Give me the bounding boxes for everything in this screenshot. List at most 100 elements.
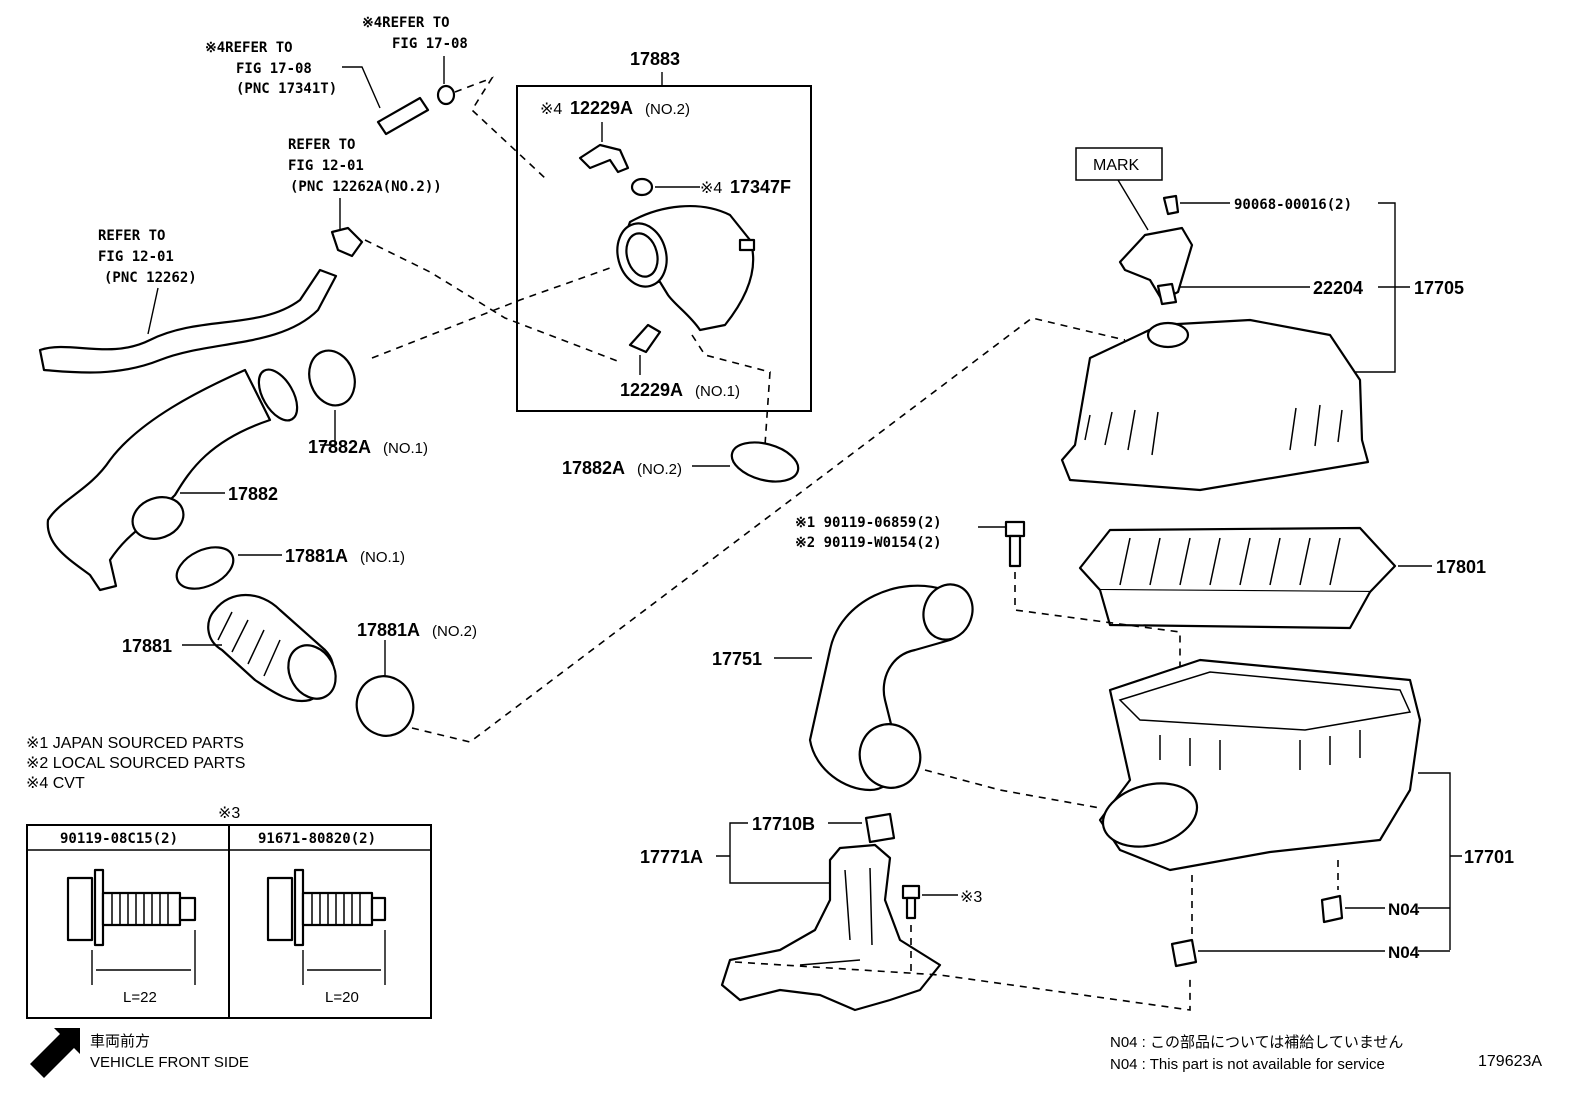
- dash-hose-17883: [691, 334, 771, 446]
- front-arrow-icon: [30, 1028, 80, 1078]
- sensor-22204-probe: [1156, 282, 1178, 306]
- label-n04-b: N04: [1388, 943, 1420, 962]
- filter-17801: [1078, 526, 1397, 594]
- label-17882: 17882: [228, 484, 278, 504]
- label-17705: 17705: [1414, 278, 1464, 298]
- grommet-17710b: [864, 812, 896, 844]
- label-90068: 90068-00016(2): [1234, 197, 1352, 213]
- clip-12262a: [330, 226, 364, 258]
- clamp-17881a-no2: [355, 675, 415, 737]
- table-col1: 90119-08C15(2): [60, 831, 178, 847]
- table-bolt2-thread: [311, 893, 361, 925]
- table-bolt1-tip: [178, 896, 197, 922]
- hose-17881-ribs: [217, 611, 281, 677]
- table-bolt2-tip: [370, 896, 387, 922]
- bracket-17701: [1418, 772, 1462, 950]
- case-upper-sensor-port: [1146, 321, 1190, 349]
- label-17881: 17881: [122, 636, 172, 656]
- table-dim2: [302, 930, 386, 985]
- ref-17-08-line3: (PNC 17341T): [236, 81, 337, 97]
- label-12229a-no2-mark: ※4: [540, 101, 562, 118]
- label-12229a-no1: 12229A: [620, 380, 683, 400]
- label-22204: 22204: [1313, 278, 1363, 298]
- label-17347f: 17347F: [730, 177, 791, 197]
- screw-90068: [1162, 194, 1180, 216]
- hose-12262: [38, 268, 338, 374]
- hose-17751-top: [922, 583, 974, 641]
- case-lower-ribs: [1159, 730, 1361, 770]
- filter-pleats: [1119, 537, 1341, 586]
- note-local: ※2 LOCAL SOURCED PARTS: [26, 755, 245, 772]
- hose-17883-nipple: [738, 238, 756, 252]
- note-cvt: ※4 CVT: [26, 775, 85, 792]
- table-col2: 91671-80820(2): [258, 831, 376, 847]
- dash-17771a: [734, 961, 1191, 1011]
- hose-17341t: [376, 96, 430, 136]
- mark-box: [1075, 147, 1163, 181]
- front-jp: 車両前方: [90, 1033, 150, 1050]
- table-bolt1-head: [66, 876, 94, 942]
- clip-17-08: [436, 84, 456, 106]
- front-en: VEHICLE FRONT SIDE: [90, 1054, 249, 1071]
- duct-17882-inlet: [131, 496, 185, 540]
- clamp-17882a-no2: [730, 441, 800, 483]
- label-17881a-no2: 17881A: [357, 620, 420, 640]
- label-17882a-no1: 17882A: [308, 437, 371, 457]
- grommet-n04-a: [1320, 894, 1344, 924]
- ref-12-01b-line2: FIG 12-01: [98, 249, 174, 265]
- table-bolt2-head: [266, 876, 294, 942]
- bolt-90119-shank: [1008, 534, 1022, 568]
- duct-17882: [46, 368, 272, 592]
- clip-17347f: [630, 177, 654, 197]
- table-len1: L=22: [123, 989, 157, 1006]
- label-17881a-no1: 17881A: [285, 546, 348, 566]
- fitting-12229a-no2: [578, 143, 630, 174]
- table-dim1: [91, 930, 196, 985]
- label-17883: 17883: [630, 49, 680, 69]
- case-lower-inlet: [1101, 782, 1199, 848]
- label-17771a: 17771A: [640, 847, 703, 867]
- ref-17-08b-line1: ※4REFER TO: [362, 15, 450, 31]
- dash-ref2: [454, 76, 546, 179]
- table-bolt1-flange: [93, 868, 105, 947]
- bolt-star3-shank: [905, 896, 917, 920]
- n04-note-en: N04 : This part is not available for ser…: [1110, 1056, 1385, 1073]
- duct-17882-outlet: [257, 368, 299, 422]
- ref-12-01-line3: (PNC 12262A(NO.2)): [290, 179, 442, 195]
- bolt-90119-head: [1004, 520, 1026, 538]
- table-bolt2-shank: [301, 891, 374, 927]
- label-90119-b: ※2 90119-W0154(2): [795, 535, 942, 551]
- bracket-17705: [1335, 202, 1396, 373]
- hose-17751: [808, 584, 968, 792]
- label-17882a-no2-sub: (NO.2): [637, 461, 682, 478]
- label-12229a-no1-sub: (NO.1): [695, 383, 740, 400]
- n04-note-jp: N04 : この部品については補給していません: [1110, 1034, 1403, 1051]
- bracket-17771a: [720, 843, 942, 1012]
- ref-12-01b-line3: (PNC 12262): [104, 270, 197, 286]
- ref-17-08b-line2: FIG 17-08: [392, 36, 468, 52]
- dash-17881a-no2: [411, 317, 1126, 743]
- grommet-n04-b: [1170, 938, 1198, 968]
- hose-17881-end: [287, 644, 337, 700]
- label-17881a-no1-sub: (NO.1): [360, 549, 405, 566]
- ref-17-08-line1: ※4REFER TO: [205, 40, 293, 56]
- dash-ref3: [364, 239, 621, 363]
- label-17881a-no2-sub: (NO.2): [432, 623, 477, 640]
- label-n04-a: N04: [1388, 900, 1420, 919]
- note-japan: ※1 JAPAN SOURCED PARTS: [26, 735, 244, 752]
- bolt-star3-head: [901, 884, 921, 900]
- case-lower-rim: [1118, 671, 1412, 731]
- box-17883: [516, 85, 812, 412]
- label-17882a-no2: 17882A: [562, 458, 625, 478]
- filter-17801-lower: [1098, 589, 1371, 630]
- ref-12-01b-line1: REFER TO: [98, 228, 165, 244]
- ref-12-01-line2: FIG 12-01: [288, 158, 364, 174]
- table-bolt1-thread: [111, 893, 169, 925]
- label-12229a-no2: 12229A: [570, 98, 633, 118]
- dash-90119: [1014, 572, 1181, 690]
- dash-17882a-no1: [371, 267, 611, 359]
- case-upper-17705: [1060, 318, 1370, 492]
- clamp-17881a-no1: [175, 546, 235, 590]
- bracket-17771a-detail: [799, 867, 873, 966]
